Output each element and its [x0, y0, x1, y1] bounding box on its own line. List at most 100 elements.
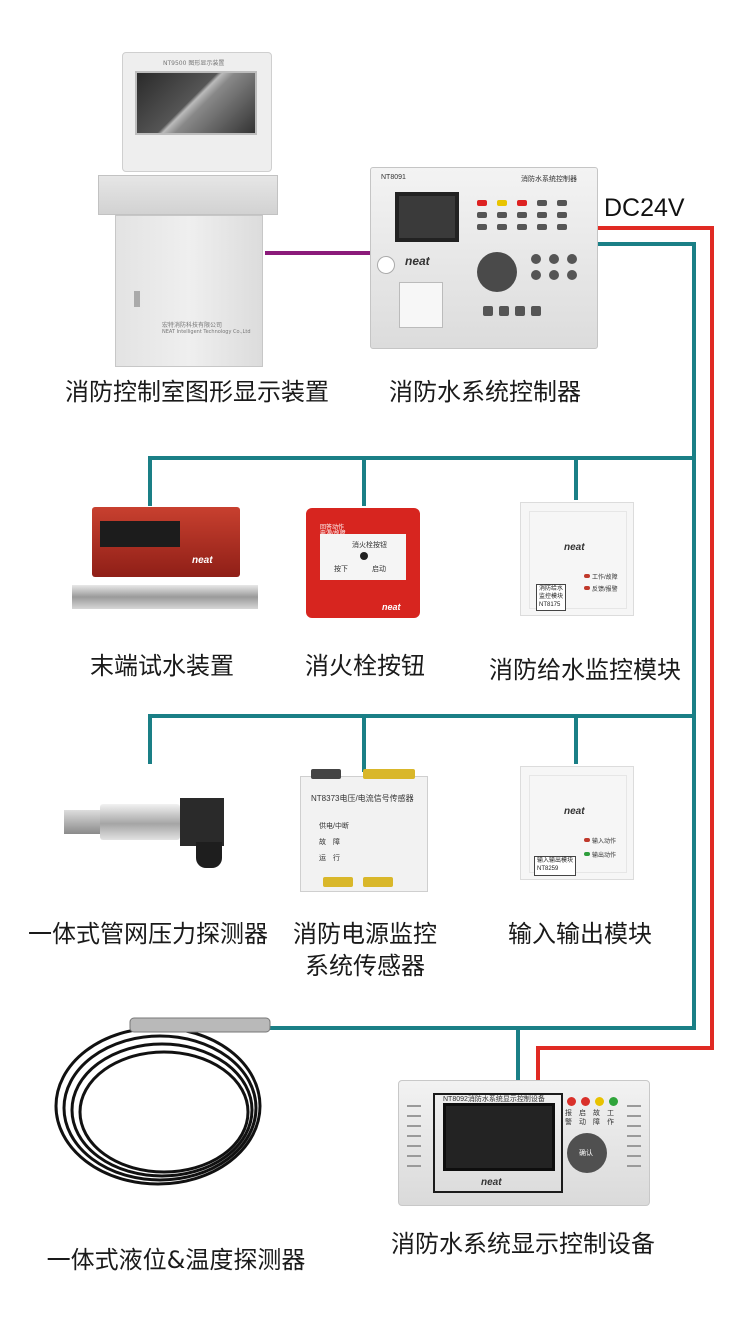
terminal-test-label: 末端试水装置: [90, 652, 234, 680]
display-control-label: 消防水系统显示控制设备: [391, 1230, 655, 1258]
water-supply-module: neat 工作/故障 反馈/报警 消防给水 监控模块 NT8175: [520, 502, 634, 616]
controller-key: [549, 270, 559, 280]
controller-key: [557, 200, 567, 206]
cabinet-maker-caption: 宏特消防科技有限公司: [162, 322, 223, 329]
display-brand: neat: [481, 1177, 502, 1188]
pressure-detector-label: 一体式管网压力探测器: [28, 920, 268, 948]
pressure-connector: [180, 798, 224, 846]
water-module-name-2: 监控模块: [539, 593, 564, 600]
vent: [407, 1125, 421, 1127]
io-module-name: 输入输出模块: [537, 858, 574, 864]
vent: [627, 1135, 641, 1137]
display-screen-title: NT8092消防水系统显示控制设备: [443, 1096, 545, 1103]
water-module-led-1: 工作/故障: [592, 575, 618, 581]
controller-key: [567, 254, 577, 264]
io-module-nameplate: 输入输出模块 NT8259: [534, 856, 577, 876]
controller-key: [477, 200, 487, 206]
controller-key: [537, 200, 547, 206]
hydrant-dot-icon: [360, 552, 368, 560]
pressure-cable-gland: [196, 842, 222, 868]
cabinet-desk: [98, 175, 278, 215]
vent: [627, 1125, 641, 1127]
display-frame: [433, 1093, 563, 1193]
terminal-test-brand: neat: [192, 555, 213, 566]
display-led-4: 工作: [607, 1110, 614, 1126]
led-icon: [584, 838, 590, 842]
vent: [407, 1105, 421, 1107]
controller-printer: [399, 282, 443, 328]
controller-key: [557, 212, 567, 218]
power-sensor-label: 消防电源监控 系统传感器: [280, 918, 450, 983]
bus-trunk: [516, 242, 696, 1082]
vent: [407, 1115, 421, 1117]
display-led-3: 故障: [593, 1110, 600, 1126]
power-sensor-row-2: 故 障: [319, 839, 340, 846]
vent: [627, 1115, 641, 1117]
controller-key: [517, 200, 527, 206]
controller-brand: neat: [405, 254, 430, 268]
power-sensor-device: NT8373电压/电流信号传感器 供电/中断 故 障 运 行: [300, 769, 428, 892]
controller-key: [497, 224, 507, 230]
bus-branch-row-1: [148, 456, 694, 506]
controller-key: [517, 224, 527, 230]
controller-key: [549, 254, 559, 264]
io-module-led-1: 输入动作: [592, 839, 617, 845]
pressure-body: [100, 804, 180, 840]
controller-key: [497, 200, 507, 206]
power-label: DC24V: [604, 194, 685, 222]
controller-key: [515, 306, 525, 316]
controller-key: [531, 254, 541, 264]
io-module-brand: neat: [564, 806, 585, 817]
controller-key: [499, 306, 509, 316]
controller-key: [537, 212, 547, 218]
controller-key: [567, 270, 577, 280]
led-icon: [584, 586, 590, 590]
hydrant-title: 消火栓按钮: [352, 542, 387, 549]
water-module-model: NT8175: [539, 601, 561, 608]
power-sensor-row-3: 运 行: [319, 855, 340, 862]
vent: [407, 1135, 421, 1137]
display-dpad-icon: 确认: [567, 1133, 607, 1173]
power-sensor-title: NT8373电压/电流信号传感器: [311, 794, 414, 803]
sensor-terminal: [311, 769, 341, 779]
power-sensor-label-line-2: 系统传感器: [305, 952, 425, 981]
controller-key-switch: [377, 256, 395, 274]
pressure-fitting: [64, 810, 102, 834]
io-module-led-2: 输出动作: [592, 853, 617, 859]
vent: [407, 1145, 421, 1147]
terminal-test-display: [100, 521, 180, 547]
water-module-brand: neat: [564, 542, 585, 553]
water-module-name-1: 消防给水: [539, 586, 564, 592]
cabinet-screen-caption: NT9500 图形显示装置: [163, 60, 225, 67]
display-control-device: NT8092消防水系统显示控制设备 neat 报警 启动 故障 工作 确认: [398, 1080, 650, 1206]
controller-screen: [395, 192, 459, 242]
led-icon: [595, 1097, 604, 1106]
detector-probe: [129, 1017, 271, 1033]
vent: [407, 1165, 421, 1167]
terminal-test-pipe: [72, 585, 258, 609]
water-module-nameplate: 消防给水 监控模块 NT8175: [536, 584, 567, 612]
hydrant-start-text: 启动: [372, 566, 386, 573]
controller-key: [477, 212, 487, 218]
controller-dpad-icon: [477, 252, 517, 292]
power-sensor-row-1: 供电/中断: [319, 823, 349, 830]
vent: [627, 1165, 641, 1167]
graphic-display-label: 消防控制室图形显示装置: [65, 378, 329, 406]
cabinet-body: 宏特消防科技有限公司 NEAT Intelligent Technology C…: [115, 215, 263, 367]
hydrant-status-1: 回答动作: [320, 525, 345, 531]
module-face: neat 工作/故障 反馈/报警 消防给水 监控模块 NT8175: [529, 511, 627, 612]
display-screen: [443, 1103, 555, 1171]
sensor-terminal: [363, 769, 415, 779]
level-temp-detector: [54, 1017, 271, 1186]
water-system-controller: NT8091 消防水系统控制器 neat: [370, 167, 598, 349]
bus-branch-row-2: [148, 714, 694, 764]
detector-cable-coil: [54, 1026, 262, 1186]
vent: [627, 1145, 641, 1147]
hydrant-button-label: 消火栓按钮: [305, 652, 425, 680]
level-temp-detector-label: 一体式液位&温度探测器: [46, 1246, 306, 1274]
vent: [627, 1105, 641, 1107]
water-controller-label: 消防水系统控制器: [389, 378, 581, 406]
water-supply-module-label: 消防给水监控模块: [489, 656, 681, 684]
controller-key: [537, 224, 547, 230]
